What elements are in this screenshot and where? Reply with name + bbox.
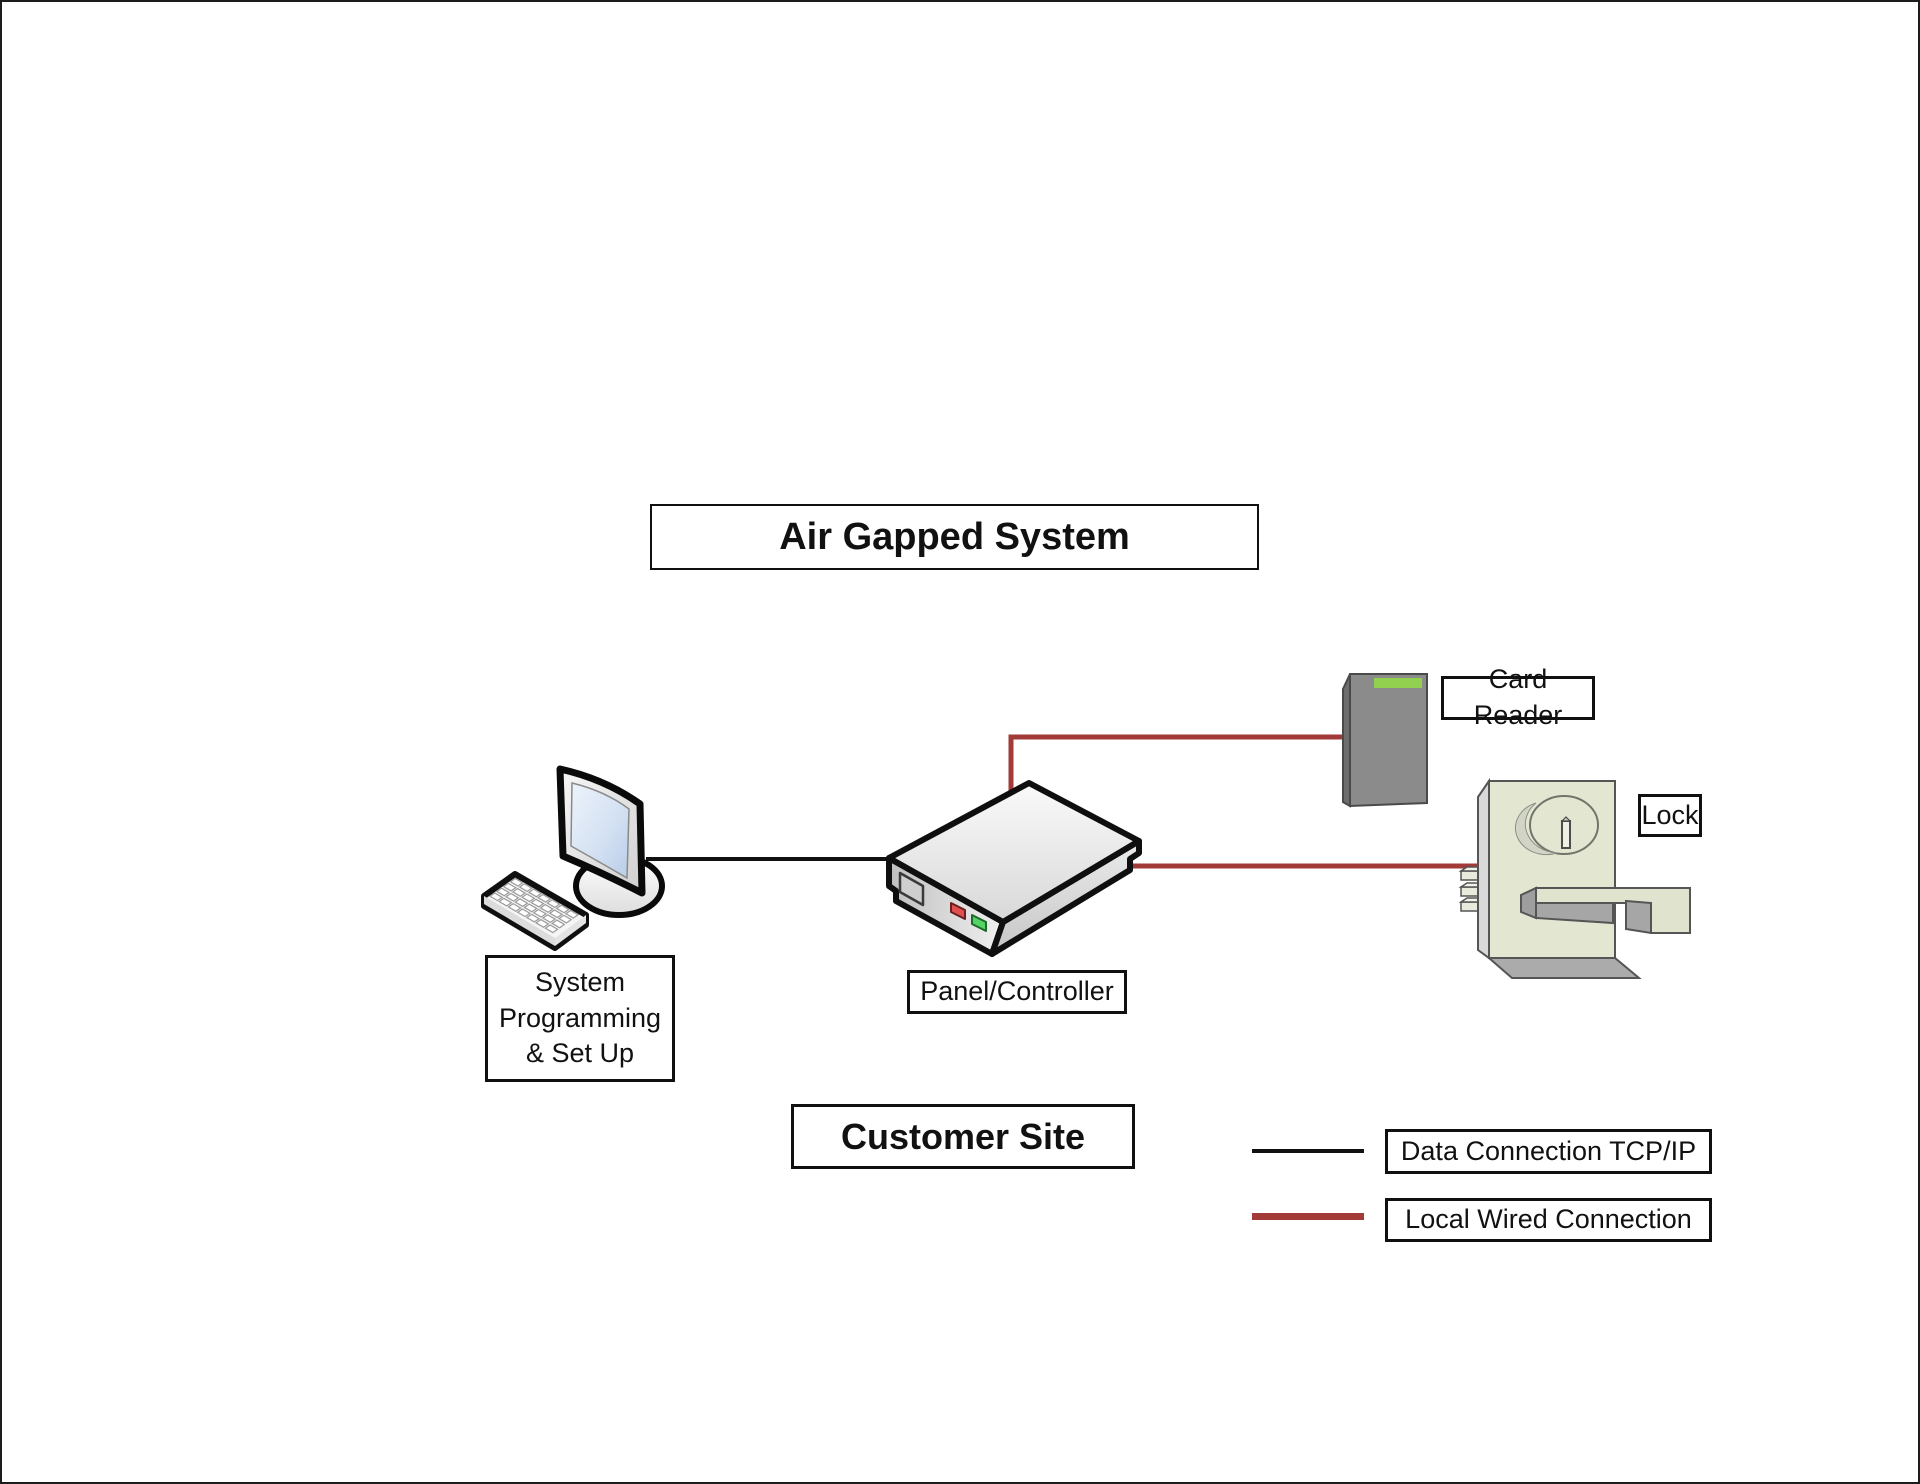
panel-led-green <box>971 914 987 932</box>
lock-cylinder-shadow <box>1515 802 1558 856</box>
legend-label-data-connection: Data Connection TCP/IP <box>1385 1129 1712 1174</box>
lock-key-slot <box>1561 820 1571 849</box>
card-reader-icon <box>1342 673 1428 808</box>
wired-connection-line-card-reader <box>1008 734 1357 802</box>
lock-key-slot-bevel <box>1560 816 1572 822</box>
panel-top-face <box>886 780 1142 925</box>
keyboard-side <box>484 896 555 946</box>
customer-site-label: Customer Site <box>791 1104 1135 1169</box>
card-reader-label: Card Reader <box>1441 664 1595 730</box>
keyboard-side-right <box>555 915 586 946</box>
panel-controller-icon <box>886 780 1142 957</box>
lock-label: Lock <box>1638 794 1702 837</box>
panel-controller-label: Panel/Controller <box>907 970 1127 1014</box>
legend-swatch-local-wired <box>1252 1213 1364 1220</box>
workstation-label: System Programming & Set Up <box>485 955 675 1082</box>
lock-bottom-face <box>1486 957 1642 979</box>
diagram-title: Air Gapped System <box>650 504 1259 570</box>
card-reader-body <box>1349 673 1428 808</box>
panel-led-red <box>950 902 966 920</box>
legend-label-local-wired: Local Wired Connection <box>1385 1198 1712 1242</box>
connection-lines <box>646 734 1484 869</box>
lock-left-face <box>1477 777 1490 960</box>
lock-handle-hook-shade <box>1625 899 1652 935</box>
desktop-computer-icon <box>481 765 665 951</box>
panel-port <box>898 871 925 907</box>
card-reader-led-strip <box>1374 678 1422 688</box>
card-reader-side <box>1342 673 1351 808</box>
lock-handle-neck <box>1520 886 1537 920</box>
keyboard-keys <box>490 878 578 932</box>
legend-swatch-data-connection <box>1252 1149 1364 1153</box>
door-lock-icon <box>1458 777 1691 979</box>
monitor-screen <box>570 782 630 880</box>
